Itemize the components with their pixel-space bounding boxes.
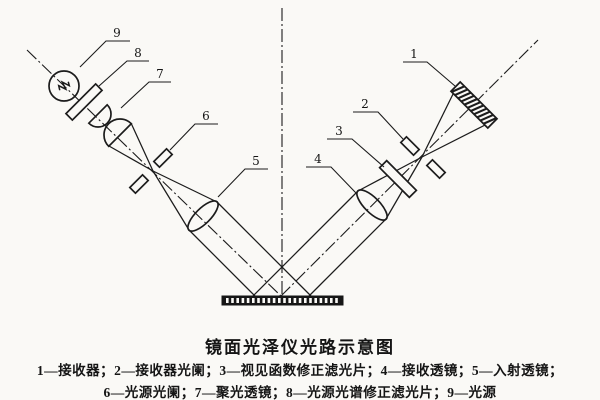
receiver: [449, 80, 499, 130]
sample-surface: [221, 295, 344, 306]
callout-5-incident-lens: 5: [252, 154, 260, 168]
callout-6-source-stop: 6: [202, 109, 210, 123]
callout-3-filter: 3: [335, 124, 343, 138]
light-rays: [108, 87, 492, 297]
receiver-stop-lower: [425, 158, 447, 180]
figure-legend-line2: 6—光源光阑；7—聚光透镜；8—光源光谱修正滤光片；9—光源: [103, 385, 497, 400]
source-stop-upper: [152, 147, 174, 169]
condenser-lens-rear: [103, 118, 133, 148]
receiver-hatching: [451, 85, 497, 125]
reflected-optical-axis: [280, 39, 539, 297]
figure-legend-line1: 1—接收器；2—接收器光阑；3—视见函数修正滤光片；4—接收透镜；5—入射透镜；: [36, 363, 564, 378]
optical-path-diagram: 1 2 3 4 5 6 7 8 9: [26, 8, 539, 306]
figure-title: 镜面光泽仪光路示意图: [205, 338, 395, 357]
luminosity-correction-filter: [378, 159, 418, 199]
callout-4-receiving-lens: 4: [314, 152, 322, 166]
callout-2-receiver-stop: 2: [361, 97, 369, 111]
condenser-lens-front: [87, 103, 112, 128]
callout-9-light-source: 9: [113, 26, 121, 40]
source-stop-lower: [128, 173, 150, 195]
callout-1-receiver: 1: [410, 47, 418, 61]
callout-7-condenser-lens: 7: [156, 67, 164, 81]
filament-icon: [57, 80, 71, 91]
callout-leaders: [79, 40, 456, 198]
source-spectral-filter: [64, 82, 104, 122]
callout-8-source-filter: 8: [134, 46, 142, 60]
receiver-stop-upper: [399, 135, 421, 157]
